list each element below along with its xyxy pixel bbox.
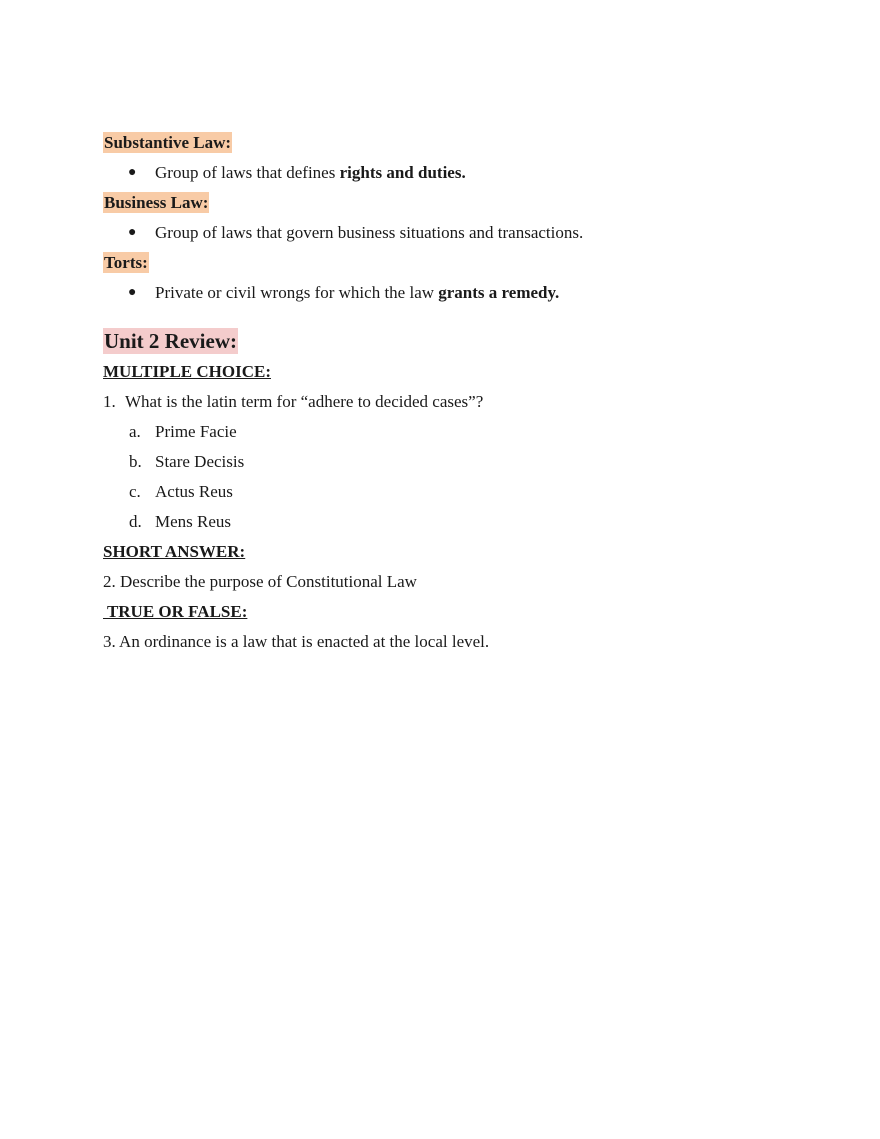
unit-review-title-row: Unit 2 Review: <box>103 328 803 356</box>
term-definition: ● Private or civil wrongs for which the … <box>103 282 803 304</box>
option-text: Prime Facie <box>155 422 237 441</box>
section-spacer <box>103 312 803 328</box>
term-row-business-law: Business Law: <box>103 192 803 214</box>
definition-text: Group of laws that govern business situa… <box>155 222 583 244</box>
term-heading: Business Law: <box>103 192 210 213</box>
option-text: Mens Reus <box>155 512 232 531</box>
definition-plain: Private or civil wrongs for which the la… <box>155 283 439 302</box>
option-letter: d. <box>129 512 142 531</box>
option-text: Stare Decisis <box>155 452 245 471</box>
term-row-torts: Torts: <box>103 252 803 274</box>
option-c: c. Actus Reus <box>103 481 803 503</box>
option-letter: c. <box>129 482 141 501</box>
definition-plain: Group of laws that govern business situa… <box>155 223 584 242</box>
term-definition: ● Group of laws that govern business sit… <box>103 222 803 244</box>
document-page: Substantive Law: ● Group of laws that de… <box>103 132 803 661</box>
unit-review-title: Unit 2 Review: <box>103 328 238 354</box>
option-letter: b. <box>129 452 142 471</box>
term-row-substantive-law: Substantive Law: <box>103 132 803 154</box>
definition-plain: Group of laws that defines <box>155 163 340 182</box>
option-b: b. Stare Decisis <box>103 451 803 473</box>
definition-text: Group of laws that defines rights and du… <box>155 162 466 184</box>
term-heading: Substantive Law: <box>103 132 233 153</box>
question-1: 1. What is the latin term for “adhere to … <box>103 391 803 413</box>
definition-bold: grants a remedy. <box>438 283 560 302</box>
multiple-choice-heading: MULTIPLE CHOICE: <box>103 362 271 381</box>
question-3: 3. An ordinance is a law that is enacted… <box>103 632 490 651</box>
option-letter: a. <box>129 422 141 441</box>
bullet-icon: ● <box>128 285 137 300</box>
bullet-icon: ● <box>128 225 137 240</box>
option-text: Actus Reus <box>155 482 233 501</box>
short-answer-heading: SHORT ANSWER: <box>103 542 246 561</box>
definition-text: Private or civil wrongs for which the la… <box>155 282 559 304</box>
question-number: 1. <box>103 392 116 411</box>
option-a: a. Prime Facie <box>103 421 803 443</box>
bullet-icon: ● <box>128 165 137 180</box>
question-text: What is the latin term for “adhere to de… <box>125 392 484 411</box>
definition-bold: rights and duties. <box>339 163 466 182</box>
term-definition: ● Group of laws that defines rights and … <box>103 162 803 184</box>
term-heading: Torts: <box>103 252 149 273</box>
option-d: d. Mens Reus <box>103 511 803 533</box>
question-2: 2. Describe the purpose of Constitutiona… <box>103 572 417 591</box>
true-false-heading: TRUE OR FALSE: <box>103 602 248 621</box>
